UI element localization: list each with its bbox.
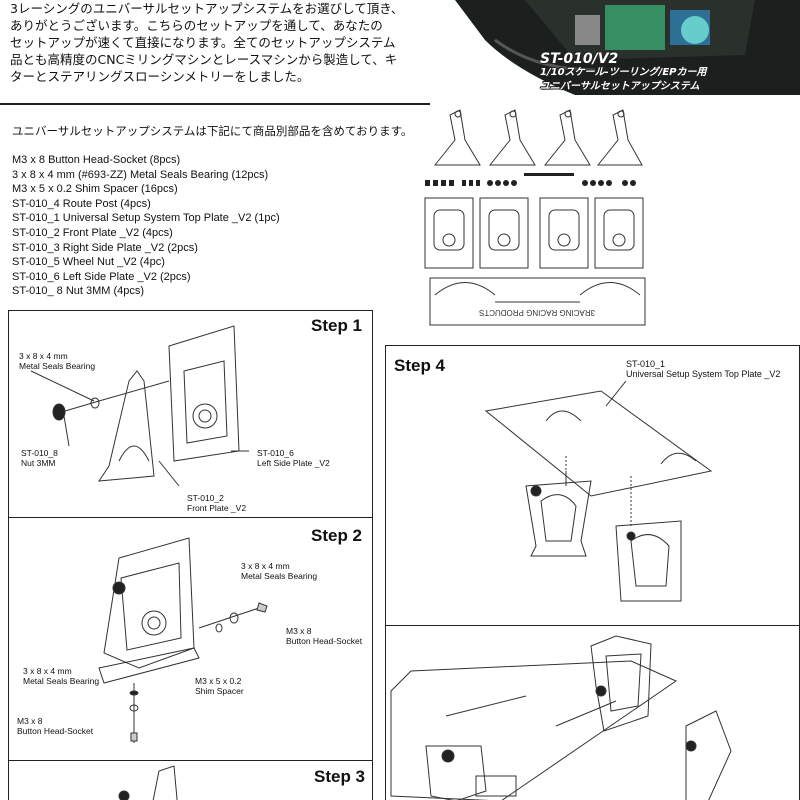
callout-line: ST-010_1 bbox=[626, 359, 666, 369]
top-plate-icon bbox=[390, 660, 678, 800]
step4-label: Step 4 bbox=[394, 356, 446, 375]
kit-contents-illustration: 3RACING RACING PRODUCTS bbox=[424, 109, 646, 326]
step2-label: Step 2 bbox=[311, 526, 363, 545]
nut-icon bbox=[112, 581, 126, 595]
side-plate-icon bbox=[424, 197, 644, 269]
callout-line: Button Head-Socket bbox=[17, 726, 94, 736]
intro-line: ありがとうございます。こちらのセットアップを通して、あなたの bbox=[10, 18, 383, 33]
intro-text: 3レーシングのユニバーサルセットアップシステムをお選びして頂き、 ありがとうござ… bbox=[10, 0, 470, 85]
side-plate-icon bbox=[525, 480, 592, 557]
callout-line: ST-010_8 bbox=[21, 448, 58, 458]
callout-line: ST-010_2 bbox=[187, 493, 224, 503]
intro-line: セットアップが速くて直接になります。全てのセットアップシステム bbox=[10, 35, 396, 50]
callout-line: Nut 3MM bbox=[21, 458, 56, 468]
side-plate-icon bbox=[590, 635, 652, 732]
step1-panel: Step 1 3 x 8 x 4 mm Metal Seals Bearing … bbox=[8, 310, 373, 520]
parts-list-item: M3 x 8 Button Head-Socket (8pcs) bbox=[12, 154, 181, 166]
callout-line: Shim Spacer bbox=[195, 686, 244, 696]
callout-line: Metal Seals Bearing bbox=[19, 361, 96, 371]
intro-line: 3レーシングのユニバーサルセットアップシステムをお選びして頂き、 bbox=[10, 1, 404, 16]
screw-icon bbox=[256, 602, 268, 613]
step3-diagram bbox=[118, 765, 178, 800]
parts-list-item: ST-010_4 Route Post (4pcs) bbox=[12, 197, 151, 210]
top-plate-icon bbox=[429, 277, 646, 326]
hero-title-model: ST-010/V2 bbox=[540, 51, 619, 67]
step1-bearing-callout: 3 x 8 x 4 mm Metal Seals Bearing bbox=[19, 351, 95, 371]
hero-title-system: ユニバーサルセットアップシステム bbox=[540, 81, 700, 92]
callout-line: Metal Seals Bearing bbox=[241, 571, 318, 581]
top-plate-engraving: 3RACING RACING PRODUCTS bbox=[479, 308, 595, 317]
callout-line: 3 x 8 x 4 mm bbox=[19, 351, 68, 361]
intro-line: 品とも高精度のCNCミリングマシンとレースマシンから製造して、キ bbox=[10, 52, 398, 67]
step4-diagram bbox=[484, 380, 713, 602]
step4-top-plate-callout: ST-010_1 Universal Setup System Top Plat… bbox=[626, 359, 780, 379]
parts-list-item: ST-010_2 Front Plate _V2 (4pcs) bbox=[12, 226, 173, 239]
callout-line: Button Head-Socket bbox=[286, 636, 363, 646]
parts-list: M3 x 8 Button Head-Socket (8pcs) 3 x 8 x… bbox=[12, 153, 280, 299]
step2-diagram bbox=[98, 537, 268, 743]
side-plate-icon bbox=[615, 520, 682, 602]
callout-line: ST-010_6 bbox=[257, 448, 294, 458]
side-plate-icon bbox=[103, 537, 195, 669]
parts-list-item: 3 x 8 x 4 mm (#693-ZZ) Metal Seals Beari… bbox=[12, 168, 269, 181]
bearing-icon bbox=[229, 612, 239, 624]
step2-panel: Step 2 3 x 8 x 4 mm Metal Seals Bearing … bbox=[8, 517, 373, 763]
step2-bearing-left-callout: 3 x 8 x 4 mm Metal Seals Bearing bbox=[23, 666, 99, 686]
step2-screw-bottom-callout: M3 x 8 Button Head-Socket bbox=[17, 716, 93, 736]
intro-line: ターとステアリングスローシンメトリーをしました。 bbox=[10, 69, 310, 84]
side-plate-icon bbox=[685, 710, 732, 800]
callout-line: M3 x 8 bbox=[17, 716, 43, 726]
callout-line: Universal Setup System Top Plate _V2 bbox=[626, 369, 781, 379]
callout-line: M3 x 5 x 0.2 bbox=[195, 676, 242, 686]
callout-line: Left Side Plate _V2 bbox=[257, 458, 330, 468]
contents-title: ユニバーサルセットアップシステムは下記にて商品別部品を含めております。 bbox=[12, 124, 413, 138]
step3-panel: Step 3 bbox=[8, 760, 373, 800]
side-plate-icon bbox=[168, 325, 240, 462]
parts-list-item: ST-010_5 Wheel Nut _V2 (4pc) bbox=[12, 256, 165, 269]
step2-bearing-top-callout: 3 x 8 x 4 mm Metal Seals Bearing bbox=[241, 561, 317, 581]
callout-line: M3 x 8 bbox=[286, 626, 312, 636]
step5-diagram bbox=[390, 635, 732, 800]
step1-diagram bbox=[30, 325, 249, 487]
step2-shim-callout: M3 x 5 x 0.2 Shim Spacer bbox=[195, 676, 244, 696]
top-plate-icon bbox=[484, 390, 713, 497]
callout-line: 3 x 8 x 4 mm bbox=[241, 561, 290, 571]
hero-title-scale: 1/10スケール-ツーリング/EPカー用 bbox=[540, 67, 707, 78]
hero-title: ST-010/V2 1/10スケール-ツーリング/EPカー用 ユニバーサルセット… bbox=[540, 52, 707, 94]
parts-list-item: ST-010_3 Right Side Plate _V2 (2pcs) bbox=[12, 241, 198, 254]
nut-icon bbox=[52, 403, 66, 421]
step1-left-side-callout: ST-010_6 Left Side Plate _V2 bbox=[257, 448, 330, 468]
parts-list-item: ST-010_1 Universal Setup System Top Plat… bbox=[12, 212, 280, 225]
step1-front-plate-callout: ST-010_2 Front Plate _V2 bbox=[187, 493, 246, 513]
step4-panel: Step 4 ST-010_1 Universal Setup System T… bbox=[385, 345, 800, 630]
step1-label: Step 1 bbox=[311, 316, 363, 335]
section-divider bbox=[0, 103, 430, 105]
route-post-icon bbox=[433, 109, 643, 166]
callout-line: Front Plate _V2 bbox=[187, 503, 247, 513]
front-plate-icon bbox=[98, 370, 155, 482]
parts-list-item: ST-010_6 Left Side Plate _V2 (2pcs) bbox=[12, 270, 191, 283]
step5-panel bbox=[385, 625, 800, 800]
callout-line: 3 x 8 x 4 mm bbox=[23, 666, 72, 676]
parts-list-item: M3 x 5 x 0.2 Shim Spacer (16pcs) bbox=[12, 183, 178, 196]
hero-product-image bbox=[455, 0, 800, 95]
step1-nut-callout: ST-010_8 Nut 3MM bbox=[21, 448, 58, 468]
step3-label: Step 3 bbox=[314, 767, 366, 786]
step2-screw-right-callout: M3 x 8 Button Head-Socket bbox=[286, 626, 362, 646]
callout-line: Metal Seals Bearing bbox=[23, 676, 100, 686]
parts-list-item: ST-010_ 8 Nut 3MM (4pcs) bbox=[12, 285, 145, 298]
